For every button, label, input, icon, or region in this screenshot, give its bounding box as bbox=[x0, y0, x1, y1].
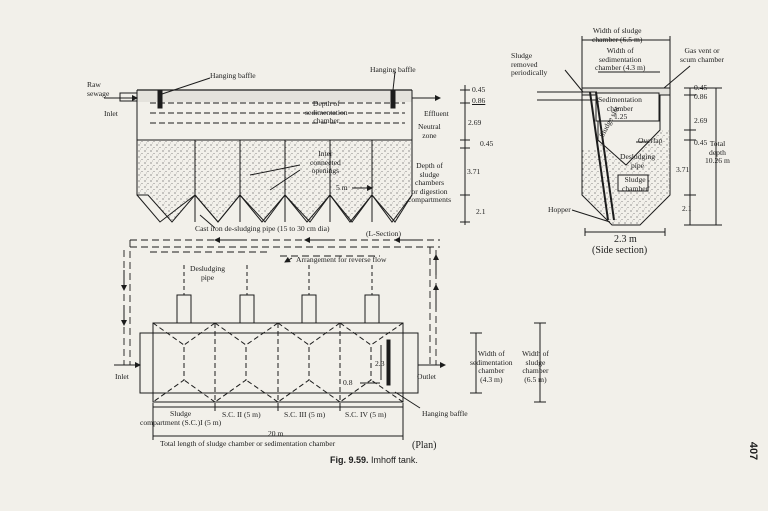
width-of-sludge-chamber-label: Width of sludge chamber (6.5 m) bbox=[592, 26, 643, 44]
sc4-label: S.C. IV (5 m) bbox=[345, 410, 387, 419]
plan-dim-20m-label: 20 m bbox=[268, 429, 284, 438]
hopper-label: Hopper bbox=[548, 205, 571, 214]
dim-045b-label: 0.45 bbox=[480, 139, 494, 148]
hanging-baffle-left-label: Hanging baffle bbox=[210, 71, 256, 80]
sedimentation-chamber-label: Sedimentation chamber bbox=[598, 95, 642, 113]
side-section-title: (Side section) bbox=[592, 245, 648, 256]
figure-title: Imhoff tank. bbox=[371, 455, 418, 465]
sc2-label: S.C. II (5 m) bbox=[222, 410, 261, 419]
dim-086-label: 0.86 bbox=[472, 96, 486, 105]
plan-dim-23-label: 2.3 bbox=[375, 359, 385, 368]
side-dim-371-label: 3.71 bbox=[676, 165, 690, 174]
plan-width-sludge-label: Width of sludge chamber (6.5 m) bbox=[522, 349, 549, 384]
l-section-title: (L-Section) bbox=[366, 229, 402, 238]
sludge-removed-label: Sludge removed periodically bbox=[511, 51, 548, 78]
side-dim-21-label: 2.1 bbox=[682, 204, 692, 213]
effluent-label: Effluent bbox=[424, 109, 449, 118]
plan-hanging-baffle-label: Hanging baffle bbox=[422, 409, 468, 418]
side-dim-269-label: 2.69 bbox=[694, 116, 708, 125]
neutral-zone-label: Neutral zone bbox=[418, 122, 441, 140]
raw-sewage-label: Raw sewage bbox=[87, 80, 110, 98]
l-section bbox=[104, 71, 470, 229]
side-section bbox=[537, 36, 722, 236]
dim-045-label: 0.45 bbox=[472, 85, 486, 94]
plan-inlet-label: Inlet bbox=[115, 372, 129, 381]
dim-21-label: 2.1 bbox=[476, 207, 486, 216]
plan-view bbox=[114, 265, 546, 440]
dim-5m-label: 5 m bbox=[336, 183, 348, 192]
figure-number: Fig. 9.59. bbox=[330, 455, 369, 465]
reverse-flow-arrows bbox=[121, 237, 439, 326]
overlap-label: Overlap bbox=[638, 136, 663, 145]
dim-269-label: 2.69 bbox=[468, 118, 482, 127]
side-dim-045-label: 0.45 bbox=[694, 83, 708, 92]
plan-width-sed-label: Width of sedimentation chamber (4.3 m) bbox=[470, 349, 513, 384]
desludging-pipe-side-label: Desludging pipe bbox=[620, 152, 656, 170]
dim-371-label: 3.71 bbox=[467, 167, 481, 176]
arrangement-label: Arrangement for reverse flow bbox=[296, 255, 387, 264]
plan-dim-08-label: 0.8 bbox=[343, 378, 353, 387]
gas-vent-label: Gas vent or scum chamber bbox=[680, 46, 725, 64]
reverse-flow-lines bbox=[123, 239, 440, 365]
width-of-sedimentation-chamber-label: Width of sedimentation chamber (4.3 m) bbox=[595, 46, 646, 73]
plan-outlet-label: Outlet bbox=[417, 372, 436, 381]
side-dim-086-label: 0.86 bbox=[694, 92, 708, 101]
total-depth-label: Total depth 10.26 m bbox=[705, 139, 730, 166]
cast-iron-pipe-label: Cast iron de-sludging pipe (15 to 30 cm … bbox=[195, 224, 330, 233]
figure-caption: Fig. 9.59. Imhoff tank. bbox=[330, 455, 418, 465]
inlet-label: Inlet bbox=[104, 109, 118, 118]
dim-125-label: 1.25 bbox=[614, 112, 628, 121]
depth-of-sludge-chambers-label: Depth of sludge chambers or digestion co… bbox=[408, 161, 452, 205]
total-length-label: Total length of sludge chamber or sedime… bbox=[160, 439, 336, 448]
sc3-label: S.C. III (5 m) bbox=[284, 410, 326, 419]
desludging-pipe-plan-label: Desludging pipe bbox=[190, 264, 226, 282]
plan-title: (Plan) bbox=[412, 440, 437, 451]
hanging-baffle-right-label: Hanging baffle bbox=[370, 65, 416, 74]
depth-of-sedimentation-chamber-label: Depth of sedimentation chamber bbox=[305, 99, 348, 126]
sludge-compartment-label: Sludge compartment (S.C.)I (5 m) bbox=[140, 409, 222, 427]
page-number: 407 bbox=[747, 441, 760, 461]
sludge-chamber-label: Sludge chamber bbox=[622, 175, 649, 193]
side-dim-045b-label: 0.45 bbox=[694, 138, 708, 147]
inter-connected-openings-label: Inter connected openings bbox=[310, 149, 341, 176]
side-width-23-label: 2.3 m bbox=[614, 234, 637, 245]
